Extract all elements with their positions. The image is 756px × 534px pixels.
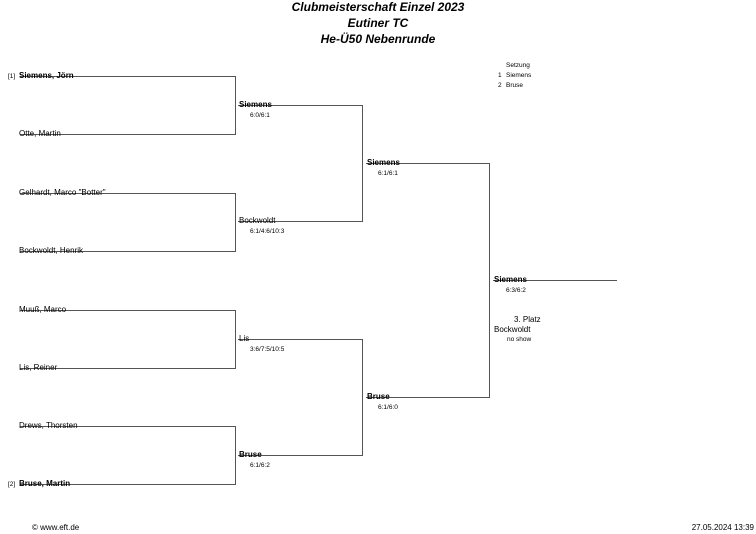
bracket-connector [238, 339, 363, 456]
player-name: Bruse, Martin [19, 479, 71, 488]
timestamp: 27.05.2024 13:39 [691, 523, 754, 532]
winner-name: Bockwoldt [239, 216, 276, 225]
player-name: Siemens, Jörn [19, 71, 74, 80]
seeding-name: Bruse [506, 82, 523, 89]
champion-name: Siemens [494, 275, 527, 284]
player-name: Lis, Reiner [19, 363, 58, 372]
bracket-connector [20, 76, 236, 135]
player-name: Bockwoldt, Henrik [19, 246, 84, 255]
bracket-connector [20, 310, 236, 369]
third-place-name: Bockwoldt [494, 325, 531, 334]
match-score: 6:1/6:2 [250, 462, 270, 469]
seeding-legend: Setzung 1 Siemens 2 Bruse [498, 61, 558, 91]
player-name: Drews, Thorsten [19, 421, 78, 430]
seed-badge: [2] [8, 481, 16, 488]
match-score: 6:3/6:2 [506, 287, 526, 294]
player-name: Gelhardt, Marco "Botter" [19, 188, 106, 197]
match-score: 6:1/4:6/10:3 [250, 228, 285, 235]
winner-name: Siemens [239, 100, 272, 109]
match-score: 3:6/7:5/10:5 [250, 346, 285, 353]
third-place-note: no show [507, 336, 532, 343]
player-name: Muuß, Marco [19, 305, 67, 314]
bracket-connector [20, 193, 236, 252]
match-score: 6:0/6:1 [250, 112, 270, 119]
copyright: © www.eft.de [32, 523, 80, 532]
seeding-title: Setzung [506, 62, 530, 69]
bracket-connector [366, 163, 490, 398]
match-score: 6:1/6:0 [378, 404, 398, 411]
match-score: 6:1/6:1 [378, 170, 398, 177]
title-competition: Clubmeisterschaft Einzel 2023 [291, 0, 465, 14]
title-draw: He-Ü50 Nebenrunde [320, 32, 436, 46]
winner-name: Bruse [367, 392, 390, 401]
seeding-num: 1 [498, 72, 502, 79]
winner-name: Siemens [367, 158, 400, 167]
bracket-connector [20, 426, 236, 485]
seeding-name: Siemens [506, 72, 532, 79]
seed-badge: [1] [8, 73, 16, 80]
bracket-connector [238, 105, 363, 222]
player-name: Otte, Martin [19, 129, 61, 138]
title-club: Eutiner TC [347, 16, 409, 30]
seeding-num: 2 [498, 82, 502, 89]
winner-name: Bruse [239, 450, 262, 459]
third-place-label: 3. Platz [514, 315, 541, 324]
winner-name: Lis [239, 334, 250, 343]
